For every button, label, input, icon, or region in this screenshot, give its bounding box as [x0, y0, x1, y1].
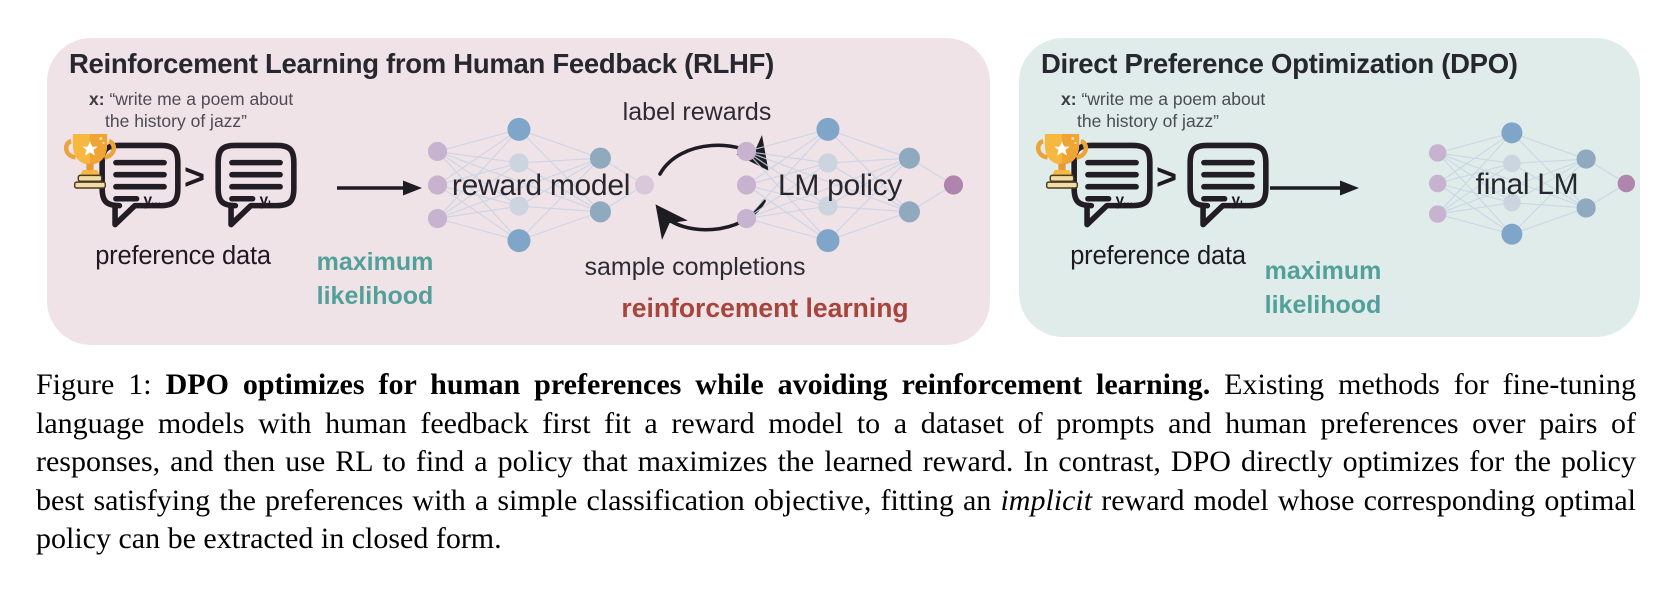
- final-lm-network-icon: [1428, 121, 1636, 246]
- caption-body-2: reward model whose corresponding optimal…: [36, 483, 1636, 556]
- trophy-icon: [63, 128, 117, 194]
- preference-pair-group: yw > yl: [1035, 126, 1267, 246]
- preference-comparator: >: [1156, 156, 1178, 197]
- prompt-text: x: “write me a poem about the history of…: [89, 88, 293, 132]
- chosen-response-bubble-icon: yw: [97, 140, 183, 230]
- prompt-x-variable: x:: [89, 89, 105, 109]
- reward-model-network-icon: [427, 117, 655, 253]
- svg-text:yl: yl: [259, 192, 271, 211]
- caption-bold-sentence: DPO optimizes for human preferences whil…: [165, 368, 1211, 401]
- svg-text:yw: yw: [143, 192, 161, 211]
- caption-prefix: Figure 1:: [36, 368, 166, 401]
- rejected-response-bubble-icon: yl: [1185, 140, 1271, 230]
- lm-policy-label: LM policy: [777, 169, 902, 202]
- sample-completions-text: sample completions: [584, 253, 806, 281]
- prompt-line1: “write me a poem about: [109, 89, 294, 109]
- preference-pair-group: yw > yl: [63, 126, 295, 246]
- preference-data-label: preference data: [1070, 242, 1246, 270]
- preference-comparator: >: [184, 156, 206, 197]
- prompt-x-variable: x:: [1061, 89, 1077, 109]
- dpo-panel-title: Direct Preference Optimization (DPO): [1041, 48, 1518, 79]
- chosen-response-bubble-icon: yw: [1069, 140, 1155, 230]
- caption-italic-word: implicit: [1000, 483, 1093, 517]
- maximum-likelihood-label: maximum likelihood: [1264, 257, 1382, 319]
- lm-policy-network-icon: [736, 117, 964, 253]
- prompt-text: x: “write me a poem about the history of…: [1061, 88, 1265, 132]
- arrow-icon: [1270, 180, 1359, 196]
- label-rewards-text: label rewards: [622, 98, 772, 126]
- final-lm-label: final LM: [1475, 168, 1579, 201]
- trophy-icon: [1035, 128, 1089, 194]
- svg-text:yl: yl: [1231, 192, 1243, 211]
- rlhf-panel-title: Reinforcement Learning from Human Feedba…: [69, 48, 774, 79]
- reinforcement-learning-label: reinforcement learning: [621, 293, 909, 323]
- maximum-likelihood-label: maximum likelihood: [316, 248, 434, 310]
- prompt-line2: the history of jazz”: [1077, 111, 1219, 131]
- prompt-line2: the history of jazz”: [105, 111, 247, 131]
- prompt-line1: “write me a poem about: [1081, 89, 1266, 109]
- figure-caption: Figure 1: DPO optimizes for human prefer…: [36, 366, 1636, 559]
- reward-model-label: reward model: [451, 169, 631, 202]
- arrow-icon: [337, 180, 422, 196]
- caption-body-1: Existing methods for fine-tuning languag…: [36, 368, 1636, 517]
- dpo-panel: Direct Preference Optimization (DPO) x: …: [1019, 38, 1640, 337]
- rlhf-panel: Reinforcement Learning from Human Feedba…: [47, 38, 990, 345]
- preference-data-label: preference data: [95, 242, 271, 270]
- svg-text:yw: yw: [1115, 192, 1133, 211]
- rejected-response-bubble-icon: yl: [213, 140, 299, 230]
